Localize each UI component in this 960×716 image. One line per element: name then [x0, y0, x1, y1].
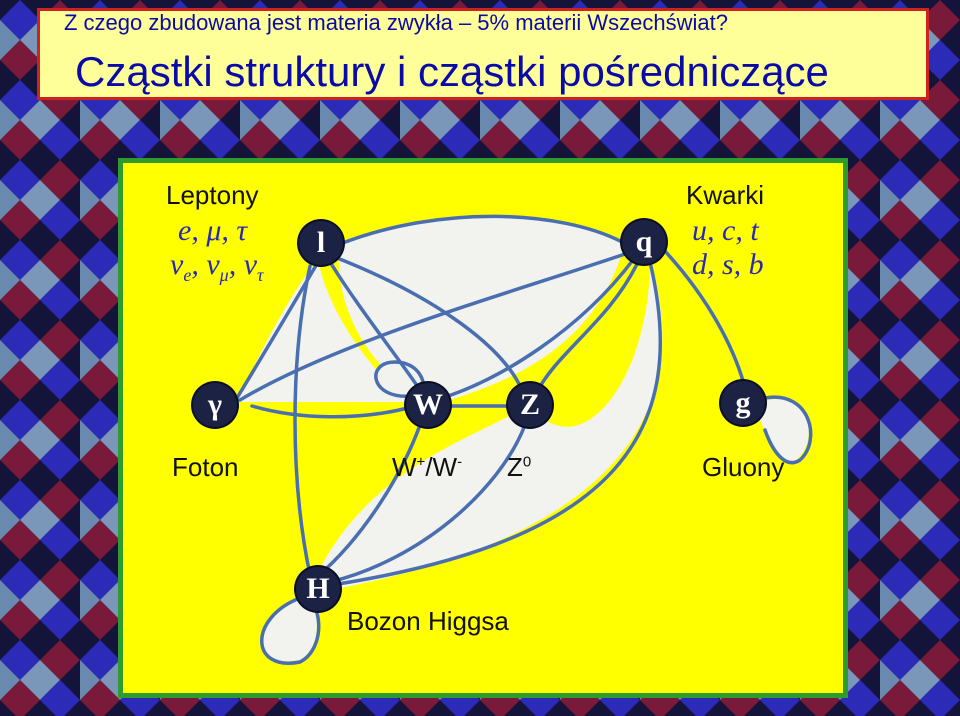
lepton-heading: Leptony	[166, 180, 259, 210]
lepton-e: e	[178, 214, 192, 247]
w-caption-minus: -	[457, 453, 463, 471]
neutrinos: νe, νμ, ντ	[170, 248, 264, 285]
w-caption: W+/W-	[392, 452, 462, 483]
lepton-node: l	[299, 221, 343, 265]
lepton-tau: τ	[236, 214, 248, 247]
gluon-caption: Gluony	[702, 452, 785, 482]
lepton-mu: μ	[206, 214, 222, 247]
photon-caption: Foton	[172, 452, 239, 482]
photon-node: γ	[193, 383, 237, 427]
neutrino-mu-symbol: ν	[206, 248, 220, 281]
quark-row-up: u, c, t	[692, 214, 759, 247]
higgs-caption: Bozon Higgsa	[347, 606, 509, 636]
title-banner	[37, 8, 929, 100]
z-boson-node: Z	[508, 383, 552, 427]
z-caption: Z0	[507, 452, 531, 483]
higgs-node: H	[296, 567, 340, 611]
neutrino-tau-symbol: ν	[243, 248, 258, 281]
quark-row-down: d, s, b	[692, 248, 764, 281]
w-caption-sep: /W	[425, 452, 458, 482]
w-caption-base: W	[392, 452, 417, 482]
neutrino-mu-sub: μ	[219, 265, 229, 285]
z-caption-zero: 0	[522, 453, 532, 471]
z-caption-base: Z	[507, 452, 523, 482]
title-heading: Cząstki struktury i cząstki pośrednicząc…	[75, 48, 829, 95]
quark-node: q	[622, 220, 666, 264]
neutrino-e-symbol: ν	[170, 248, 184, 281]
w-caption-plus: +	[416, 453, 426, 471]
charged-leptons: e, μ, τ	[178, 214, 248, 247]
neutrino-tau-sub: τ	[257, 265, 264, 285]
gluon-node: g	[721, 381, 765, 425]
title-subheading: Z czego zbudowana jest materia zwykła – …	[64, 10, 728, 35]
w-boson-node: W	[406, 383, 450, 427]
quark-heading: Kwarki	[686, 180, 765, 210]
neutrino-e-sub: e	[183, 265, 192, 285]
